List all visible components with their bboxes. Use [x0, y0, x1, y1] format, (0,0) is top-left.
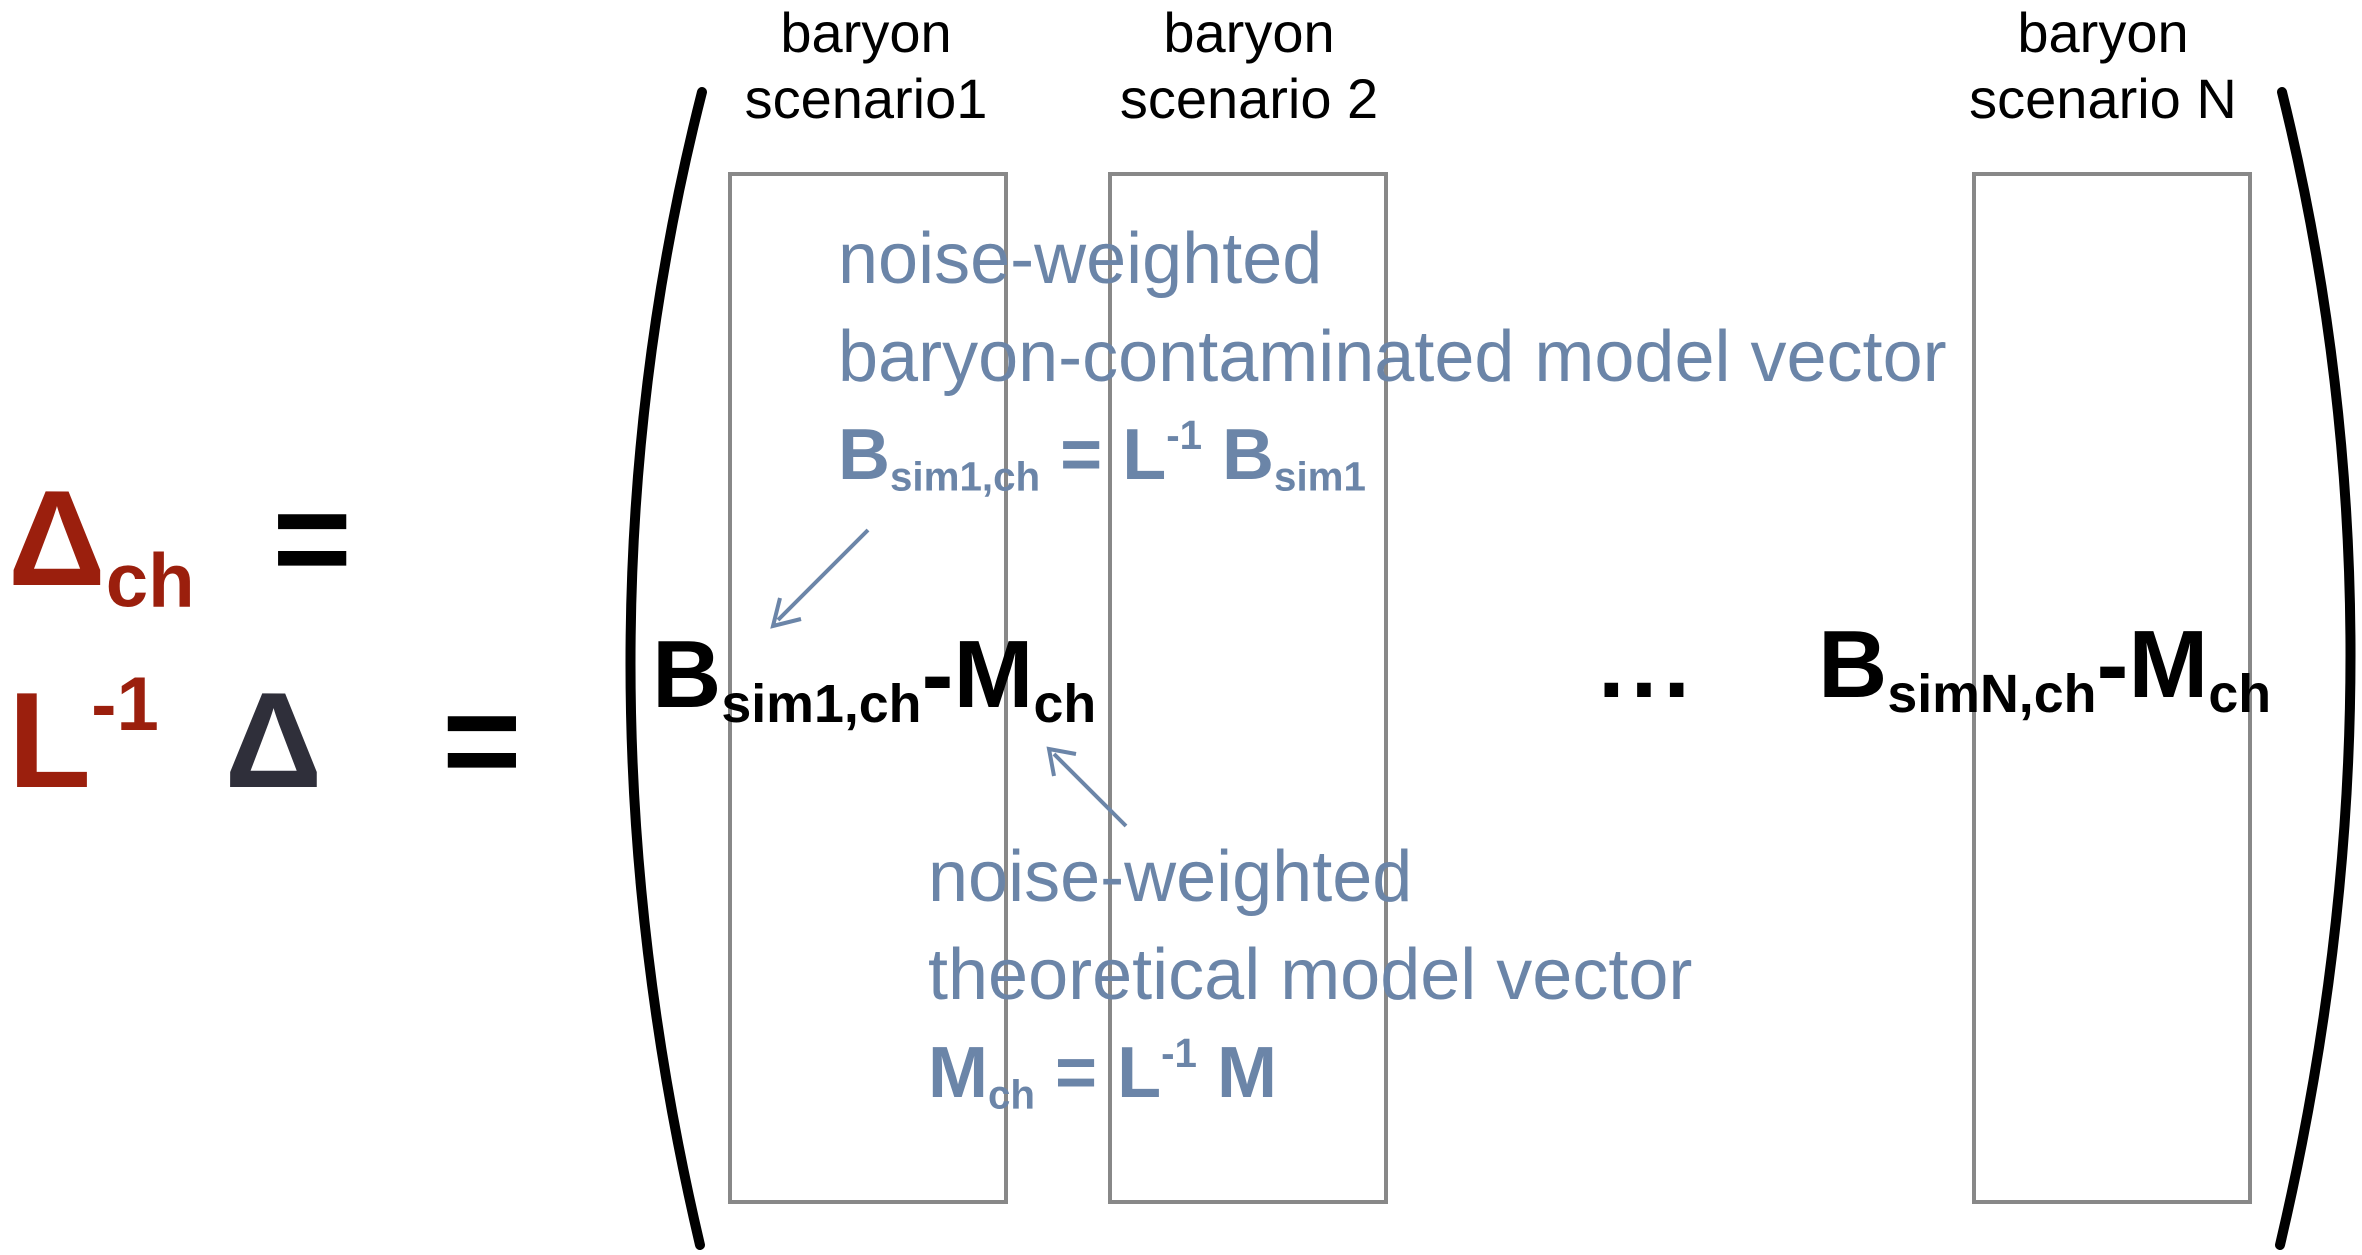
matrix-ellipsis: ... — [1598, 611, 1697, 718]
eq-bottom-mid: = L — [1035, 1033, 1162, 1113]
column-label-1-line1: baryon — [780, 1, 952, 64]
column-label-2-line2: scenario 2 — [1119, 67, 1379, 130]
l-exponent: -1 — [91, 661, 159, 747]
annotation-top: noise-weighted baryon-contaminated model… — [838, 210, 1947, 504]
column-label-n: baryon scenario N — [1938, 0, 2268, 132]
column-label-n-line1: baryon — [2017, 1, 2189, 64]
matrix-entry-1: Bsim1,ch-Mch — [652, 620, 1096, 731]
equals-sign-1: = — [272, 462, 352, 614]
column-label-1: baryon scenario1 — [716, 0, 1016, 132]
eq-bottom-sup: -1 — [1161, 1029, 1197, 1076]
column-box-n — [1972, 172, 2252, 1204]
annotation-bottom-line1: noise-weighted — [928, 837, 1413, 917]
delta-symbol: Δ — [8, 462, 106, 614]
entry1-m: -M — [921, 621, 1034, 728]
annotation-bottom-equation: Mch = L-1 M — [928, 1024, 1692, 1122]
column-label-n-line2: scenario N — [1969, 67, 2237, 130]
annotation-bottom-line2: theoretical model vector — [928, 935, 1693, 1015]
entryn-b-sub: simN,ch — [1887, 664, 2097, 725]
eq-top-mid: = L — [1040, 415, 1167, 495]
entry1-m-sub: ch — [1033, 674, 1097, 735]
l-symbol: L — [8, 664, 92, 816]
column-label-2: baryon scenario 2 — [1089, 0, 1409, 132]
lhs-line-2: L-1 Δ = — [8, 666, 522, 808]
annotation-top-equation: Bsim1,ch = L-1 Bsim1 — [838, 406, 1947, 504]
arrow-top — [770, 528, 870, 629]
eq-top-b2: B — [1202, 415, 1275, 495]
delta-symbol-2: Δ — [224, 664, 323, 816]
right-parenthesis — [2275, 87, 2356, 1250]
entryn-m-sub: ch — [2208, 664, 2272, 725]
column-label-2-line1: baryon — [1163, 1, 1335, 64]
matrix-entry-n: BsimN,ch-Mch — [1818, 610, 2271, 721]
annotation-top-line2: baryon-contaminated model vector — [838, 317, 1947, 397]
left-parenthesis — [625, 87, 707, 1250]
column-label-1-line2: scenario1 — [744, 67, 988, 130]
eq-top-sup: -1 — [1166, 411, 1203, 458]
eq-bottom-tail: M — [1196, 1033, 1277, 1113]
eq-top-b: B — [838, 415, 890, 495]
column-box-1 — [728, 172, 1008, 1204]
entryn-m: -M — [2096, 611, 2209, 718]
eq-bottom-m: M — [928, 1033, 988, 1113]
entry1-b: B — [652, 621, 722, 728]
eq-bottom-m-sub: ch — [987, 1071, 1036, 1118]
annotation-top-line1: noise-weighted — [838, 219, 1323, 299]
arrow-bottom — [1046, 746, 1128, 828]
lhs-line-1: Δch = — [8, 470, 352, 619]
eq-top-b2-sub: sim1 — [1274, 453, 1366, 500]
equals-sign-2: = — [442, 664, 522, 816]
annotation-bottom: noise-weighted theoretical model vector … — [928, 828, 1692, 1122]
eq-top-b-sub: sim1,ch — [890, 453, 1041, 500]
entryn-b: B — [1818, 611, 1888, 718]
delta-subscript: ch — [105, 538, 195, 624]
entry1-b-sub: sim1,ch — [721, 674, 922, 735]
column-box-2 — [1108, 172, 1388, 1204]
